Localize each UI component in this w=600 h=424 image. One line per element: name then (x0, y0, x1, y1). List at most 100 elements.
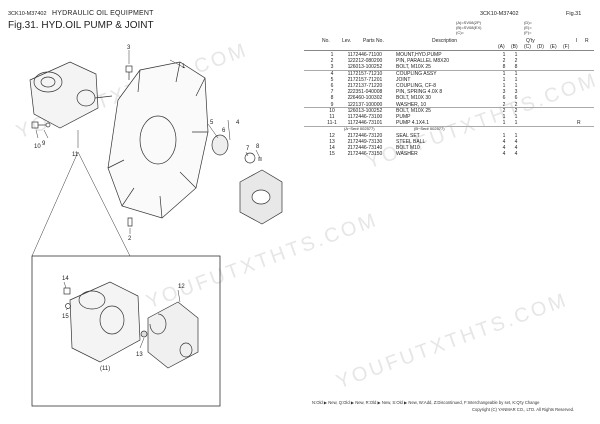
col-qty: Q'ty (526, 38, 535, 44)
cell-lev: 1 (347, 114, 351, 120)
coupling-hub-shape (251, 189, 271, 205)
cell-pn: 172449-73130 (350, 138, 383, 145)
cell-a: 4 (502, 138, 506, 145)
cell-pn: 172137-71220 (350, 83, 383, 89)
cell-desc: JOINT (396, 76, 411, 83)
cell-no: 11 (329, 114, 335, 120)
cell-lev: 2 (347, 151, 351, 158)
leader-lines (35, 50, 261, 234)
bolt-8-shape (244, 152, 256, 164)
pump-shaft-shape (94, 95, 113, 99)
cell-a: 1 (502, 70, 506, 77)
detail-box (31, 255, 221, 407)
catalog-code: 3CK10-M37402 (8, 11, 47, 17)
qty-col-a: (A) (498, 44, 505, 50)
cell-lev: 2 (347, 83, 351, 89)
pump-body-shape (29, 61, 99, 129)
col-r: R (585, 38, 589, 44)
group-separator (304, 107, 594, 109)
cell-pn: 172157-71210 (350, 70, 383, 77)
callout-11-detail: (11) (100, 366, 110, 372)
cell-desc: WASHER (396, 151, 418, 158)
cell-lev: 2 (347, 95, 351, 102)
detail-flange-shape (179, 342, 193, 358)
cell-a: 1 (502, 52, 506, 58)
cell-a: 1 (502, 120, 506, 127)
cell-no: 6 (330, 83, 334, 89)
cell-no: 7 (330, 89, 334, 96)
bolt-3-shape (125, 65, 133, 73)
callout-5: 5 (210, 120, 214, 126)
cell-lev: 1 (347, 101, 351, 108)
change-legend: N:Old ▶ New, Q:Old ▶ New, R:Old ▶ New, S… (312, 400, 540, 405)
callout-1: 1 (182, 64, 186, 70)
cell-lev: 2 (347, 76, 351, 83)
cell-b: 2 (514, 107, 518, 114)
callout-9: 9 (42, 141, 46, 147)
detail-pump-shape (69, 281, 141, 363)
cell-a: 3 (502, 89, 506, 96)
cell-no: 5 (330, 76, 334, 83)
section-title: HYDRAULIC OIL EQUIPMENT (52, 10, 154, 17)
range-note-right: (B~Ser# 002577) (414, 126, 445, 132)
callout-3: 3 (127, 45, 131, 51)
cell-pn: 26013-100252 (350, 107, 383, 114)
group-separator (304, 70, 594, 71)
cell-b: 1 (514, 132, 518, 139)
cell-pn: 26460-100302 (350, 95, 383, 102)
callout-10: 10 (34, 144, 41, 150)
bolt-10-shape (31, 121, 39, 129)
detail-seal-ring-shape (99, 305, 125, 335)
cell-pn: 22212-080200 (350, 58, 383, 65)
detail-leader-lines (63, 281, 181, 349)
cell-desc: BOLT M10 (396, 145, 420, 151)
cell-b: 6 (514, 95, 518, 102)
cell-lev: 1 (347, 64, 351, 71)
col-description: Description (432, 38, 458, 44)
mount-plate-ribs-shape (107, 61, 208, 219)
cell-no: 15 (329, 151, 335, 158)
pin-2-shape (127, 217, 133, 227)
cell-lev: 1 (347, 107, 351, 114)
group-separator (304, 125, 594, 127)
cell-no: 4 (330, 70, 334, 77)
exploded-diagram: 1 2 3 4 5 6 7 8 9 10 11 12 13 14 15 (11) (29, 45, 283, 407)
cell-desc: COUPLING, CF-8 (396, 83, 437, 89)
figure-ref: Fig.31 (566, 11, 582, 17)
cell-a: 6 (502, 95, 506, 102)
cell-b: 1 (514, 83, 518, 89)
cell-no: 10 (329, 107, 335, 114)
cell-a: 1 (502, 114, 506, 120)
cell-no: 2 (330, 58, 334, 65)
mount-plate-shape (107, 61, 209, 219)
cell-pn: 172446-73100 (350, 114, 383, 120)
col-i: I (576, 38, 578, 44)
serial-range-note: (A~Ser# 002577)(B~Ser# 002577) (304, 126, 594, 132)
cell-desc: BOLT, M10X 30 (396, 95, 431, 102)
cell-a: 2 (502, 58, 506, 65)
cell-no: 13 (329, 138, 335, 145)
cell-lev: 2 (347, 89, 351, 96)
detail-pump-half-shape (147, 301, 199, 369)
cell-b: 3 (514, 89, 518, 96)
qty-col-d: (D) (537, 44, 544, 50)
watermark: YOUFUTXTHTS.COM (333, 288, 572, 394)
catalog-code-right: 3CK10-M37402 (480, 11, 519, 17)
col-parts-no: Parts No. (363, 38, 384, 44)
